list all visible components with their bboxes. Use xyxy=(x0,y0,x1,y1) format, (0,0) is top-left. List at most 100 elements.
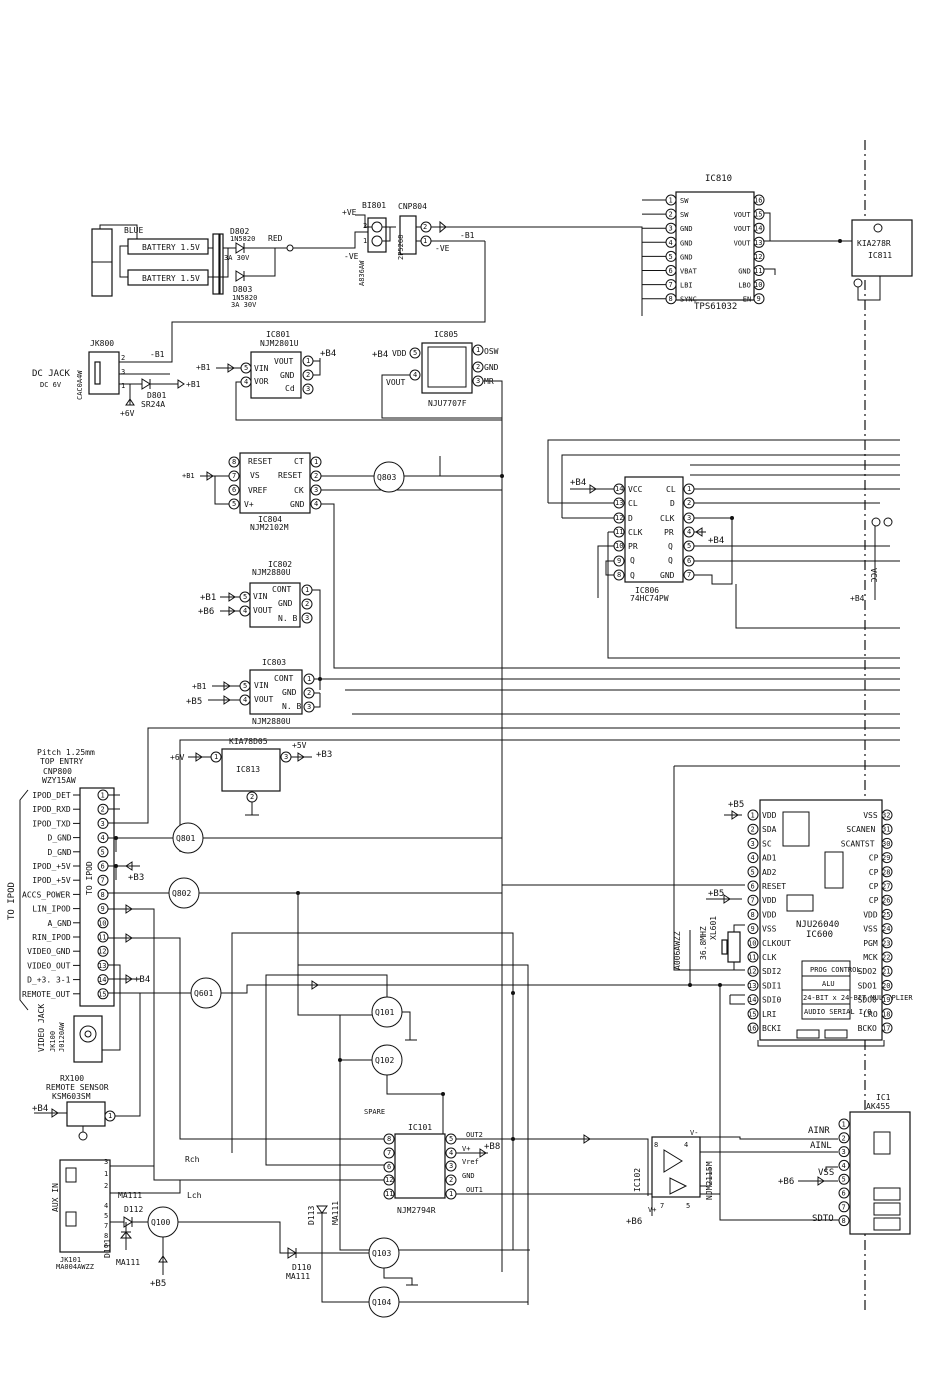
ic600-pin-num: 14 xyxy=(748,996,756,1004)
svg-text:NJM2102M: NJM2102M xyxy=(250,523,289,532)
svg-text:10: 10 xyxy=(615,542,623,550)
svg-text:D: D xyxy=(628,514,633,523)
ic10x-adc: IC1 AK455 AINR AINL VSS SDTO +B6 xyxy=(778,1093,911,1235)
svg-text:IC804: IC804 xyxy=(258,515,282,524)
svg-text:D803: D803 xyxy=(233,285,252,294)
ic600-pin-num: 15 xyxy=(748,1010,756,1018)
svg-text:5: 5 xyxy=(232,500,236,508)
svg-text:JK101: JK101 xyxy=(60,1256,81,1264)
svg-text:REMOTE SENSOR: REMOTE SENSOR xyxy=(46,1083,109,1092)
ic810-pin-num: 8 xyxy=(669,295,673,303)
svg-text:11: 11 xyxy=(385,1190,393,1198)
ic600-pin-label: AD1 xyxy=(762,854,777,863)
wire-lri xyxy=(729,995,745,1005)
svg-text:CT: CT xyxy=(294,457,304,466)
svg-text:+B4: +B4 xyxy=(134,975,150,985)
ic600-pin-num: 26 xyxy=(882,897,890,905)
ic10x-pin-num: 4 xyxy=(842,1162,846,1170)
ic810-pin-label: LBI xyxy=(680,282,693,290)
svg-text:1: 1 xyxy=(363,237,367,245)
svg-text:7: 7 xyxy=(387,1149,391,1157)
bi801-connector: BI801 +VE -VE 2 1 A836AW xyxy=(342,201,396,286)
ic810-pin-label: EN xyxy=(743,296,751,304)
cnp800-pin-num: 6 xyxy=(101,863,105,871)
ic600-dsp: +B5 +B5 PROG CONTROL ALU 24-BIT x 24-BIT… xyxy=(706,799,913,1047)
svg-text:VSS: VSS xyxy=(818,1168,834,1178)
svg-text:Q803: Q803 xyxy=(377,473,396,482)
ic810-pin-label: VOUT xyxy=(734,225,752,233)
ic600-pin-label: VSS xyxy=(762,925,777,934)
ic600-right-pins: 32VSS31SCANEN30SCANTST29CP28CP27CP26CP25… xyxy=(841,809,893,1034)
svg-text:1: 1 xyxy=(307,675,311,683)
svg-text:Vref: Vref xyxy=(462,1158,479,1166)
aux-pin-num: 5 xyxy=(104,1212,108,1220)
ic810-pin-num: 1 xyxy=(669,197,673,205)
svg-text:1N5820: 1N5820 xyxy=(230,235,255,243)
svg-text:4: 4 xyxy=(243,696,247,704)
ic600-pin-label: LRO xyxy=(863,1010,878,1019)
svg-text:3: 3 xyxy=(449,1162,453,1170)
svg-text:1: 1 xyxy=(449,1190,453,1198)
svg-text:D: D xyxy=(670,499,675,508)
svg-text:RED: RED xyxy=(268,234,283,243)
ic811: KIA278R IC811 xyxy=(770,219,913,301)
svg-text:36.8MHZ: 36.8MHZ xyxy=(699,926,708,960)
ic600-pin-num: 25 xyxy=(882,911,890,919)
svg-text:Cd: Cd xyxy=(285,384,295,393)
svg-text:4: 4 xyxy=(244,378,248,386)
ic803: IC803 CONT GND N. B VIN VOUT 1 2 3 5 4 N… xyxy=(147,658,900,852)
svg-text:Q103: Q103 xyxy=(372,1249,391,1258)
svg-text:Q100: Q100 xyxy=(151,1218,170,1227)
ic600-pin-label: VDD xyxy=(762,910,777,919)
svg-text:CNP804: CNP804 xyxy=(398,202,427,211)
cnp800-pin-label: D_GND xyxy=(48,834,72,843)
svg-text:5: 5 xyxy=(687,542,691,550)
ic600-pin-num: 18 xyxy=(882,1010,890,1018)
svg-text:2: 2 xyxy=(687,499,691,507)
svg-text:NJU26040: NJU26040 xyxy=(796,920,839,930)
ic805: IC805 +B4 VDD VOUT OSW GND MR 5 4 1 2 3 … xyxy=(372,330,503,1272)
ic600-pin-num: 10 xyxy=(748,939,756,947)
ic810-pin-label: SW xyxy=(680,197,689,205)
svg-text:+B5: +B5 xyxy=(150,1279,166,1289)
svg-text:6: 6 xyxy=(232,486,236,494)
svg-text:5: 5 xyxy=(244,364,248,372)
svg-text:KIA278R: KIA278R xyxy=(857,239,891,248)
svg-text:8: 8 xyxy=(387,1135,391,1143)
svg-text:7: 7 xyxy=(687,571,691,579)
cnp800-pin-num: 5 xyxy=(101,848,105,856)
svg-text:A006AWZZ: A006AWZZ xyxy=(673,931,682,970)
svg-text:Q104: Q104 xyxy=(372,1298,391,1307)
svg-text:DC 6V: DC 6V xyxy=(40,381,62,389)
video-jack: VIDEO JACK JK100 J0120AW xyxy=(37,1004,103,1063)
ic600-pin-num: 16 xyxy=(748,1025,756,1033)
svg-text:BLUE: BLUE xyxy=(124,226,143,235)
svg-text:+B4: +B4 xyxy=(570,478,586,488)
ic600-pin-label: SDO0 xyxy=(858,996,877,1005)
ic600-pin-num: 2 xyxy=(751,826,755,834)
svg-text:GND: GND xyxy=(280,371,295,380)
svg-text:+B4: +B4 xyxy=(32,1104,48,1114)
ic806: 14 13 12 11 10 9 8 VCC CL D CLK PR Q Q 1… xyxy=(570,476,734,603)
ic600-pin-num: 8 xyxy=(751,911,755,919)
svg-text:-VE: -VE xyxy=(344,252,359,261)
ic600-pin-num: 7 xyxy=(751,897,755,905)
ic600-pin-label: SDO2 xyxy=(858,967,877,976)
svg-text:+B4: +B4 xyxy=(708,536,724,546)
svg-text:+B1: +B1 xyxy=(196,363,211,372)
cnp800-pin-num: 3 xyxy=(101,820,105,828)
svg-text:2: 2 xyxy=(250,793,254,801)
svg-text:TOP ENTRY: TOP ENTRY xyxy=(40,757,84,766)
svg-text:IC813: IC813 xyxy=(236,765,260,774)
cnp800-pin-num: 2 xyxy=(101,806,105,814)
ic600-pin-num: 9 xyxy=(751,925,755,933)
ic810-pin-num: 9 xyxy=(757,295,761,303)
svg-text:12: 12 xyxy=(615,514,623,522)
svg-text:GND: GND xyxy=(660,571,675,580)
svg-text:14: 14 xyxy=(615,485,623,493)
ic600-pin-label: PGM xyxy=(863,939,878,948)
svg-text:3: 3 xyxy=(687,514,691,522)
ic810-pin-num: 14 xyxy=(754,225,762,233)
ic101: SPARE IC101 NJM2794R 8 7 6 12 11 5 4 3 2… xyxy=(364,1108,840,1221)
